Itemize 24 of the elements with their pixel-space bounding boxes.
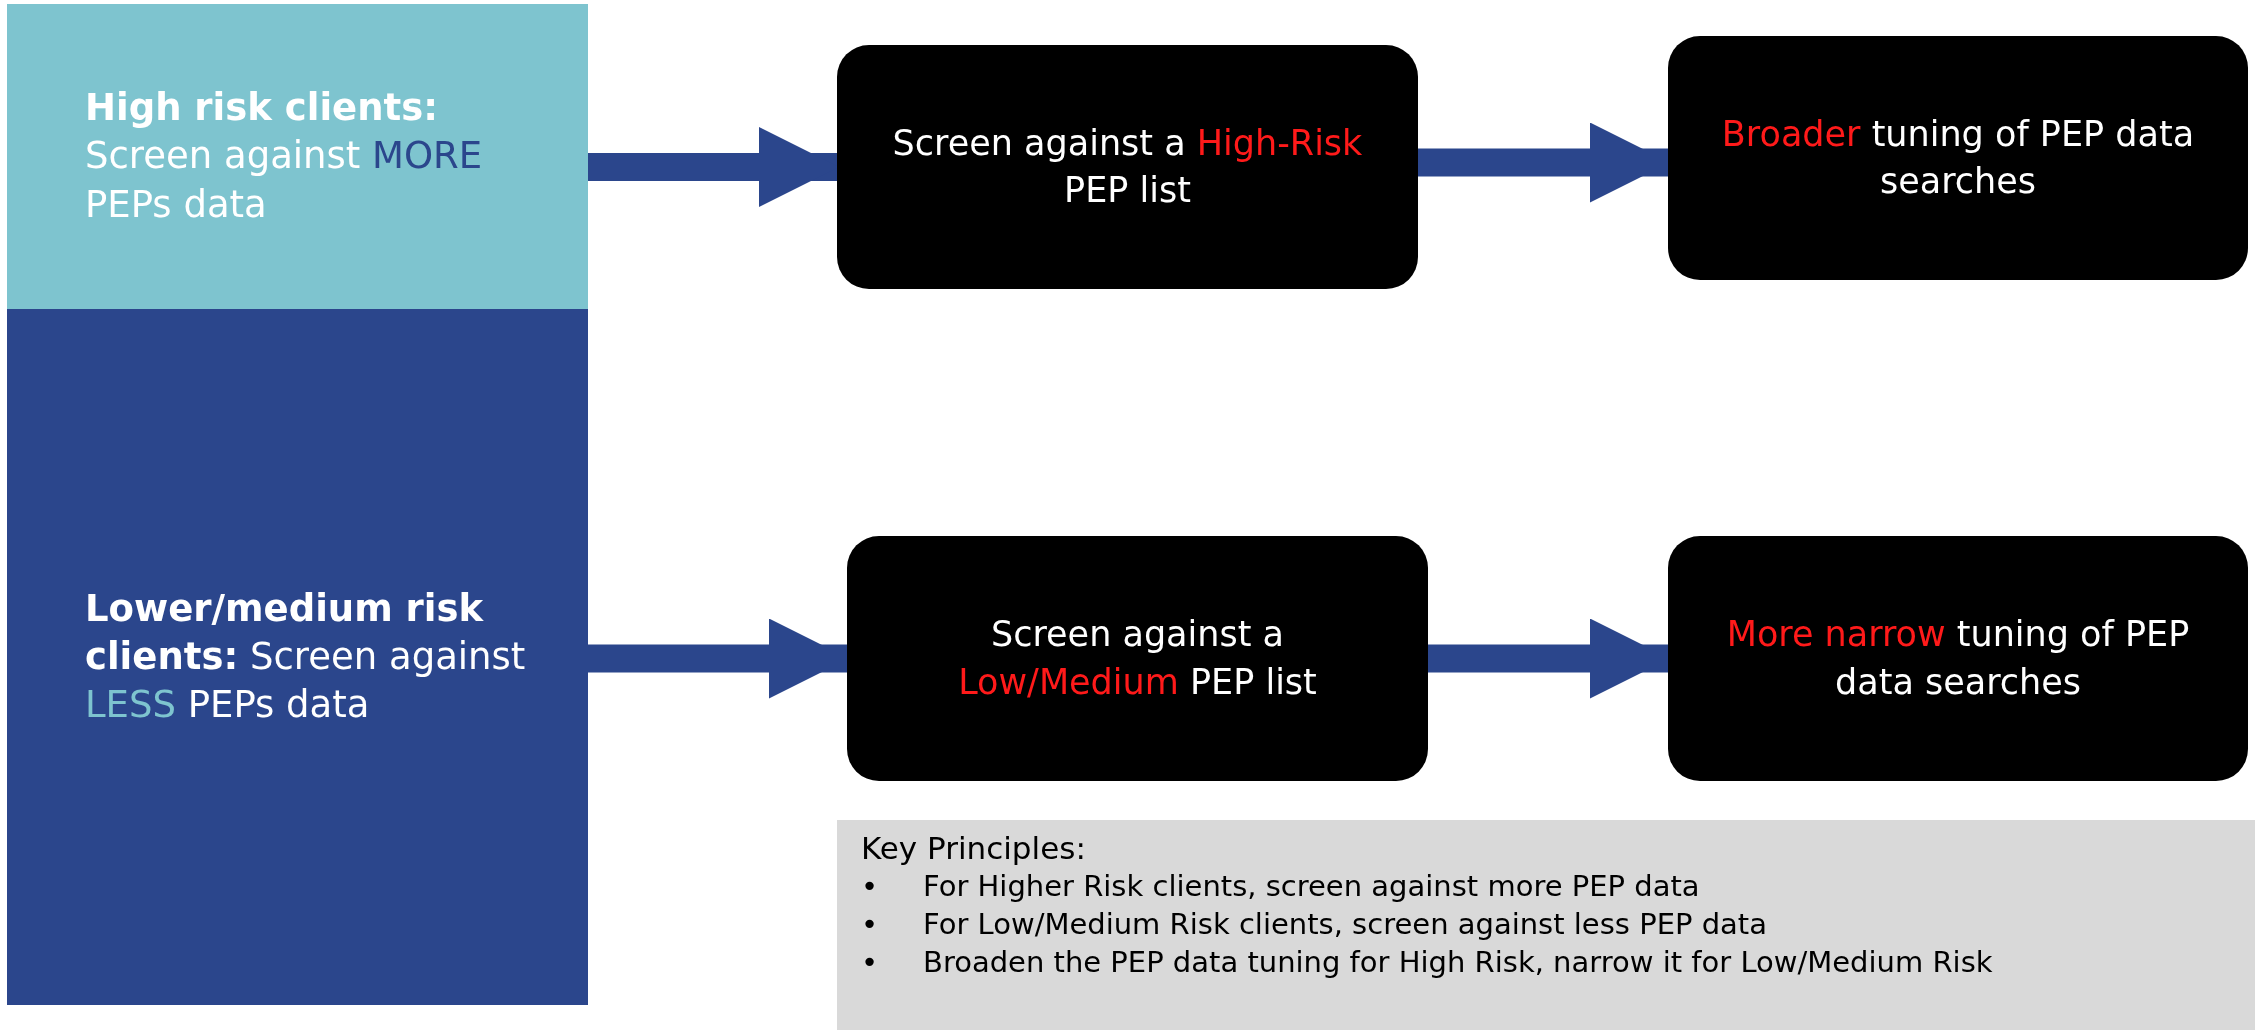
risk-band xyxy=(7,309,588,1005)
bullet-mark: • xyxy=(861,868,880,906)
risk-band xyxy=(7,4,588,309)
block-arrow xyxy=(588,127,839,207)
risk-description: High risk clients: Screen against MORE PEPs data xyxy=(85,85,484,228)
box-text: Broader tuning of PEP data searches xyxy=(1720,112,2196,203)
box-text: Screen against a Low/Medium PEP list xyxy=(957,613,1318,704)
bullet-mark: • xyxy=(861,943,880,981)
block-arrow xyxy=(1418,122,1670,203)
box-text: Screen against a High-Risk PEP list xyxy=(891,121,1364,212)
bullet-mark: • xyxy=(861,906,880,943)
bullet-text: For Low/Medium Risk clients, screen against less PEP data xyxy=(923,906,1767,943)
process-box xyxy=(1668,36,2248,280)
process-box xyxy=(847,536,1428,781)
risk-description: Lower/medium risk clients: Screen against LESS PEPs data xyxy=(85,585,527,729)
panel-heading: Key Principles: xyxy=(861,829,1087,868)
box-text: More narrow tuning of PEP data searches xyxy=(1725,613,2191,704)
block-arrow xyxy=(588,618,849,699)
bullet-text: For Higher Risk clients, screen against more PEP data xyxy=(923,868,1700,906)
bullet-text: Broaden the PEP data tuning for High Risk, narrow it for Low/Medium Risk xyxy=(923,943,1993,981)
process-box xyxy=(837,45,1418,289)
process-box xyxy=(1668,536,2248,781)
notes-panel xyxy=(837,820,2255,1030)
block-arrow xyxy=(1428,618,1670,699)
